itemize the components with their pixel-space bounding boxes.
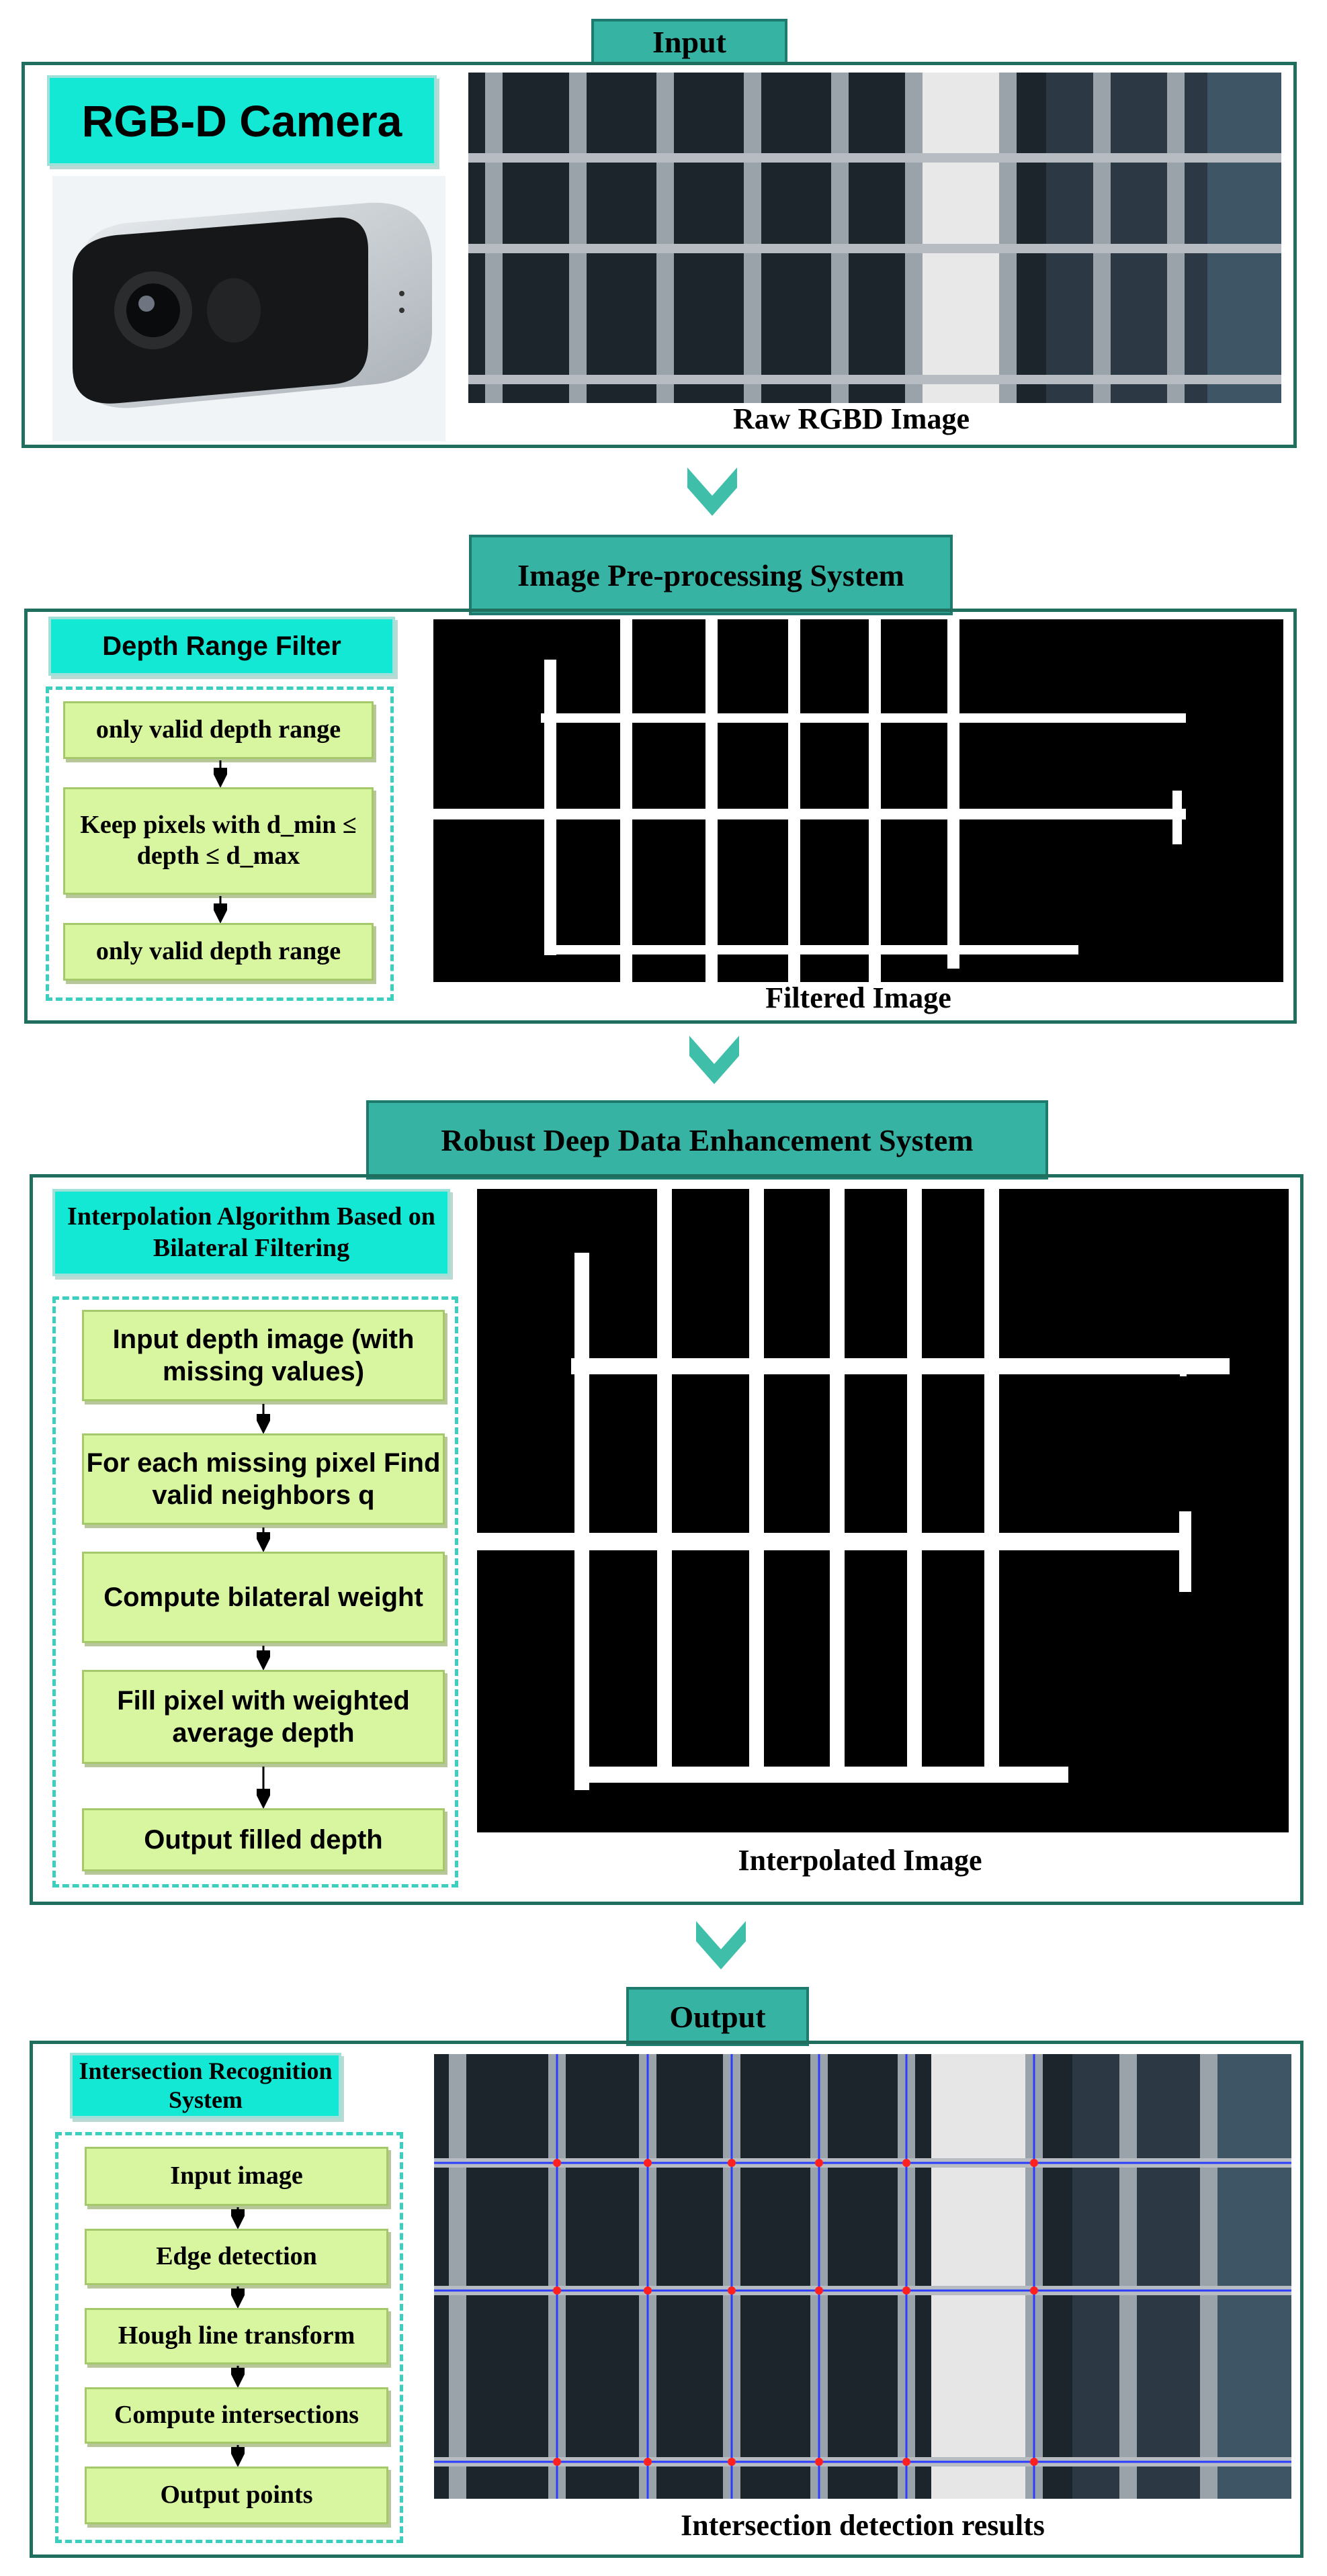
input-title: Input (591, 19, 787, 64)
interp-step-4: Fill pixel with weighted average depth (82, 1670, 445, 1764)
down-arrow-icon (696, 1921, 746, 1969)
arrow-icon (231, 2207, 245, 2229)
output-step-5: Output points (85, 2467, 388, 2524)
arrow-icon (257, 1767, 270, 1808)
camera-image (52, 176, 445, 441)
interpolated-image (477, 1189, 1289, 1832)
raw-rgbd-image (468, 73, 1281, 403)
down-arrow-icon (689, 1036, 739, 1084)
arrow-icon (231, 2366, 245, 2387)
interp-step-3: Compute bilateral weight (82, 1552, 445, 1643)
arrow-icon (231, 2445, 245, 2467)
arrow-icon (214, 896, 227, 923)
depth-range-filter-label: Depth Range Filter (48, 617, 395, 676)
input-section (22, 62, 1297, 448)
output-section (30, 2041, 1303, 2558)
intersection-results-caption: Intersection detection results (681, 2509, 1045, 2542)
down-arrow-icon (687, 468, 737, 516)
interpolation-algorithm-label: Interpolation Algorithm Based on Bilater… (52, 1189, 450, 1276)
output-step-2: Edge detection (85, 2229, 388, 2285)
intersection-steps-box (55, 2132, 403, 2543)
preprocessing-section (24, 609, 1297, 1024)
filter-step-2: Keep pixels with d_min ≤ depth ≤ d_max (63, 787, 374, 895)
enhancement-title: Robust Deep Data Enhancement System (366, 1100, 1048, 1180)
arrow-icon (257, 1646, 270, 1670)
output-step-4: Compute intersections (85, 2387, 388, 2444)
arrow-icon (214, 760, 227, 787)
arrow-icon (257, 1527, 270, 1552)
output-step-3: Hough line transform (85, 2308, 388, 2364)
interp-step-1: Input depth image (with missing values) (82, 1310, 445, 1401)
output-title: Output (626, 1987, 809, 2046)
filter-step-1: only valid depth range (63, 701, 374, 759)
interp-step-5: Output filled depth (82, 1808, 445, 1871)
intersection-results-image (434, 2054, 1291, 2499)
interpolation-steps-box (52, 1296, 458, 1887)
camera-label: RGB-D Camera (47, 75, 437, 166)
interp-step-2: For each missing pixel Find valid neighb… (82, 1433, 445, 1525)
output-step-1: Input image (85, 2147, 388, 2206)
enhancement-section (30, 1174, 1303, 1905)
filtered-image (433, 619, 1283, 982)
preprocessing-title: Image Pre-processing System (469, 535, 953, 615)
arrow-icon (257, 1404, 270, 1433)
raw-rgbd-caption: Raw RGBD Image (733, 402, 970, 435)
depth-filter-steps-box (46, 686, 394, 1001)
camera-icon (73, 202, 432, 408)
interpolated-image-caption: Interpolated Image (738, 1844, 982, 1877)
filtered-image-caption: Filtered Image (765, 981, 951, 1014)
arrow-icon (231, 2286, 245, 2308)
intersection-system-label: Intersection Recognition System (70, 2053, 341, 2119)
filter-step-3: only valid depth range (63, 923, 374, 981)
